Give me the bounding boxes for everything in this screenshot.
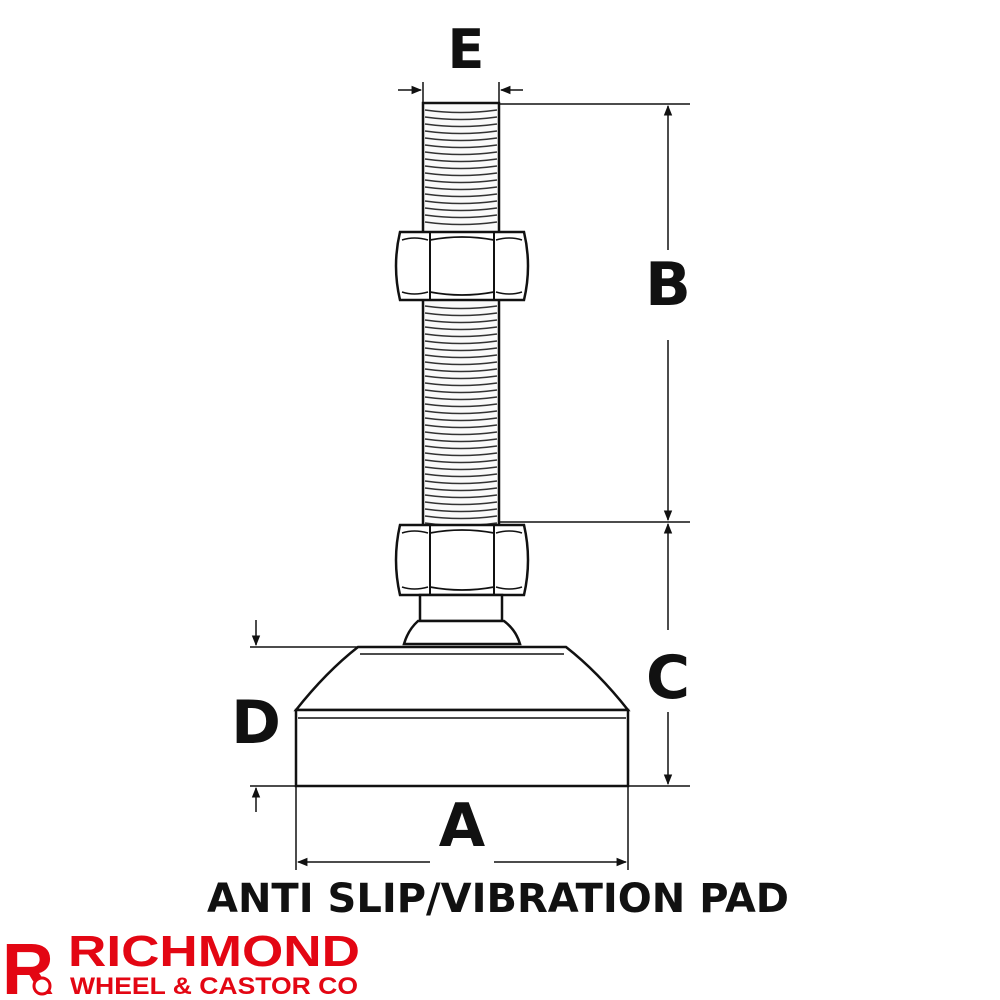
thread-line xyxy=(424,109,498,114)
thread-line xyxy=(424,361,498,366)
thread-line xyxy=(424,494,498,499)
top-hex-nut xyxy=(394,230,530,302)
thread-line xyxy=(424,326,498,331)
thread-line xyxy=(424,137,498,142)
dimension-label-c: C xyxy=(646,643,690,713)
dimension-d: D xyxy=(231,620,358,812)
swivel-neck xyxy=(402,593,522,646)
dimension-label-b: B xyxy=(645,250,691,320)
bottom-hex-nut xyxy=(394,523,530,597)
thread-line xyxy=(424,116,498,121)
thread-line xyxy=(424,473,498,478)
thread-line xyxy=(424,186,498,191)
dimension-c: C xyxy=(628,522,690,787)
dimension-label-a: A xyxy=(439,791,486,861)
thread-line xyxy=(424,151,498,156)
thread-line xyxy=(424,193,498,198)
thread-line xyxy=(424,123,498,128)
logo-r-wheel-icon: R xyxy=(2,930,54,1000)
dimension-label-e: E xyxy=(448,18,485,81)
thread-lines xyxy=(424,109,498,527)
thread-line xyxy=(424,431,498,436)
thread-line xyxy=(424,417,498,422)
thread-line xyxy=(424,480,498,485)
thread-line xyxy=(424,179,498,184)
dimension-e: E xyxy=(398,18,523,103)
dimension-b: B xyxy=(499,103,691,523)
thread-line xyxy=(424,410,498,415)
dimension-a: A xyxy=(295,786,629,870)
thread-line xyxy=(424,424,498,429)
threaded-stud xyxy=(421,101,501,535)
thread-line xyxy=(424,172,498,177)
thread-line xyxy=(424,200,498,205)
thread-line xyxy=(424,438,498,443)
brand-name: RICHMOND xyxy=(68,927,360,976)
thread-line xyxy=(424,368,498,373)
thread-line xyxy=(424,144,498,149)
thread-line xyxy=(424,389,498,394)
thread-line xyxy=(424,501,498,506)
thread-line xyxy=(424,487,498,492)
thread-line xyxy=(424,354,498,359)
thread-line xyxy=(424,452,498,457)
anti-slip-base-pad xyxy=(293,645,631,788)
thread-line xyxy=(424,515,498,520)
thread-line xyxy=(424,214,498,219)
thread-line xyxy=(424,508,498,513)
thread-line xyxy=(424,375,498,380)
thread-line xyxy=(424,382,498,387)
thread-line xyxy=(424,403,498,408)
thread-line xyxy=(424,305,498,310)
thread-line xyxy=(424,445,498,450)
thread-line xyxy=(424,312,498,317)
thread-line xyxy=(424,130,498,135)
thread-line xyxy=(424,221,498,226)
diagram-caption: ANTI SLIP/VIBRATION PAD xyxy=(207,876,789,922)
thread-line xyxy=(424,319,498,324)
thread-line xyxy=(424,396,498,401)
thread-line xyxy=(424,333,498,338)
thread-line xyxy=(424,466,498,471)
thread-line xyxy=(424,165,498,170)
thread-line xyxy=(424,340,498,345)
thread-line xyxy=(424,347,498,352)
thread-line xyxy=(424,459,498,464)
thread-line xyxy=(424,158,498,163)
dimension-label-d: D xyxy=(231,688,281,758)
richmond-logo: R RICHMOND WHEEL & CASTOR CO xyxy=(2,927,360,1000)
thread-line xyxy=(424,207,498,212)
brand-tagline: WHEEL & CASTOR CO xyxy=(70,973,358,1000)
